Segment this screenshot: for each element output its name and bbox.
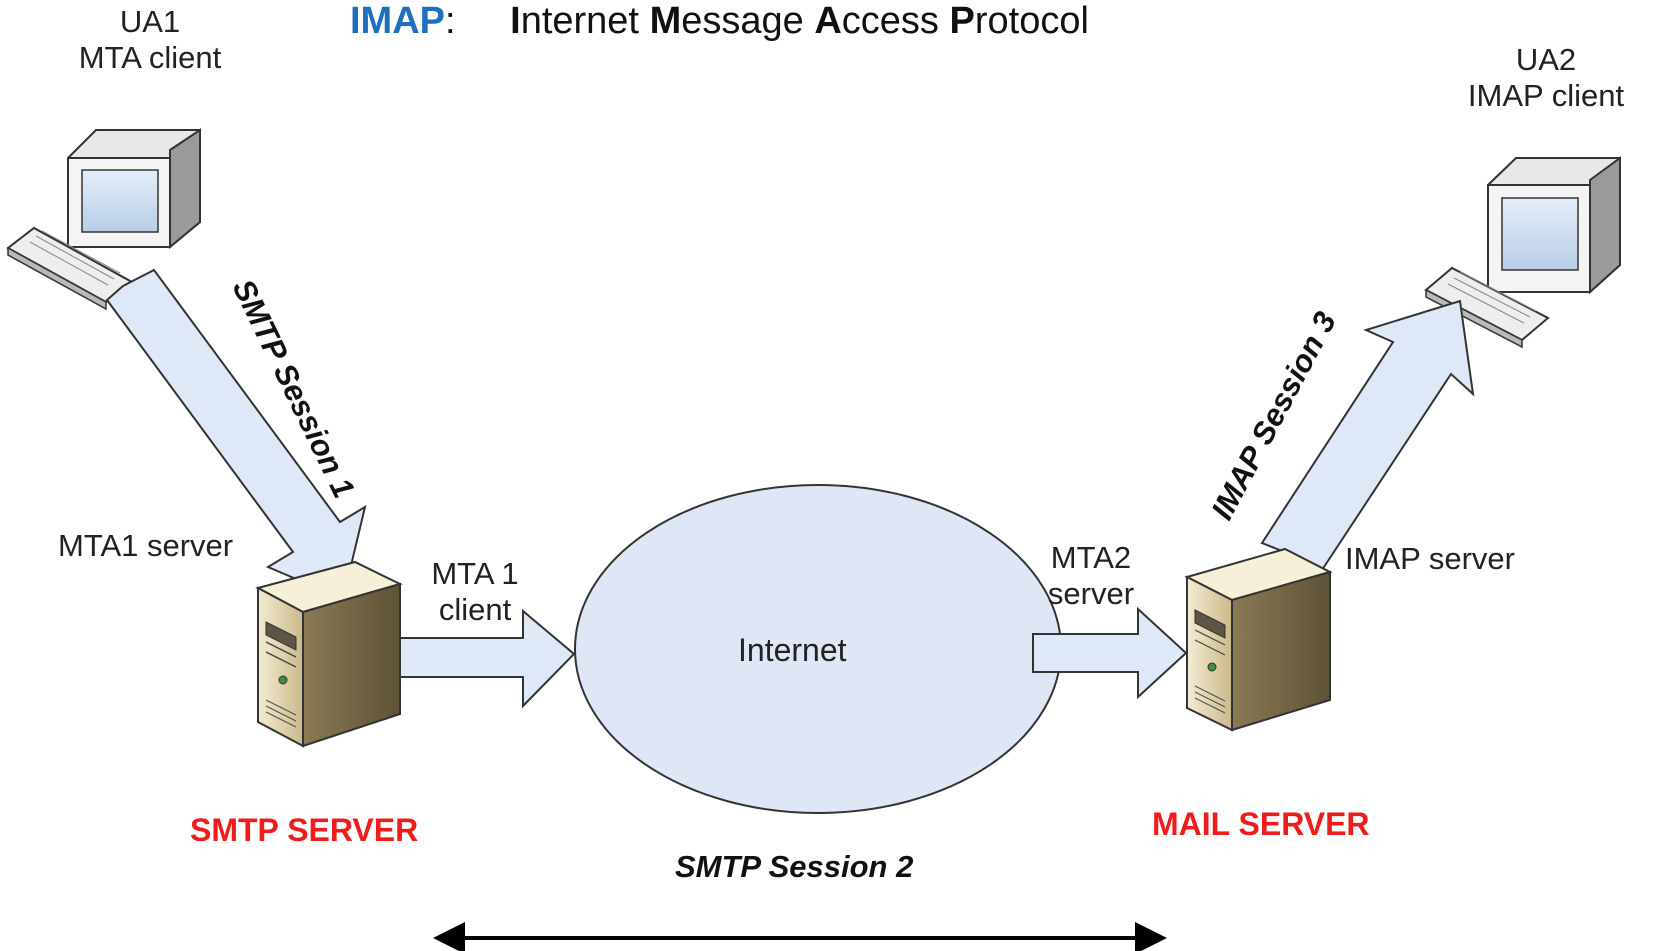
ua2-label-line1: UA2: [1515, 42, 1577, 77]
title-word-3-rest: ccess: [841, 0, 939, 42]
mta1-client-label-line1: MTA 1: [431, 556, 519, 591]
mta2-server-label-line1: MTA2: [1050, 540, 1132, 575]
mta2-server-label: MTA2 server: [1026, 540, 1156, 612]
smtp-server-title: SMTP SERVER: [190, 812, 419, 848]
ua1-computer-icon: [6, 128, 201, 311]
internet-to-mta2-arrow: [1032, 606, 1188, 700]
smtp-server-icon: [255, 560, 403, 748]
mta2-server-label-line2: server: [1047, 576, 1135, 611]
ua1-label: UA1 MTA client: [40, 4, 260, 76]
mail-server-title: MAIL SERVER: [1152, 806, 1370, 842]
session3-arrow: [1260, 299, 1475, 572]
session2-label: SMTP Session 2: [675, 849, 914, 884]
ua2-label-line2: IMAP client: [1467, 78, 1625, 113]
internet-label: Internet: [738, 632, 847, 668]
title-word-2-rest: essage: [681, 0, 804, 42]
mta1-client-label-line2: client: [438, 592, 512, 627]
diagram-title: IMAP: Internet Message Access Protocol: [350, 0, 1089, 43]
title-separator: :: [445, 0, 456, 42]
title-word-1-initial: I: [510, 0, 521, 42]
mta1-client-label: MTA 1 client: [400, 556, 550, 628]
ua2-label: UA2 IMAP client: [1436, 42, 1656, 114]
title-word-2-initial: M: [649, 0, 682, 42]
mail-server-icon: [1184, 547, 1333, 732]
title-word-1-rest: nternet: [520, 0, 639, 42]
title-word-4-rest: rotocol: [974, 0, 1089, 42]
ua1-label-line2: MTA client: [78, 40, 222, 75]
title-acronym: IMAP: [350, 0, 445, 42]
title-word-3-initial: A: [814, 0, 842, 42]
mta1-to-internet-arrow: [399, 608, 576, 709]
imap-server-label: IMAP server: [1345, 541, 1515, 576]
title-word-4-initial: P: [949, 0, 975, 42]
ua1-label-line1: UA1: [119, 4, 181, 39]
mta1-server-label: MTA1 server: [58, 528, 234, 563]
ua2-computer-icon: [1424, 156, 1621, 349]
